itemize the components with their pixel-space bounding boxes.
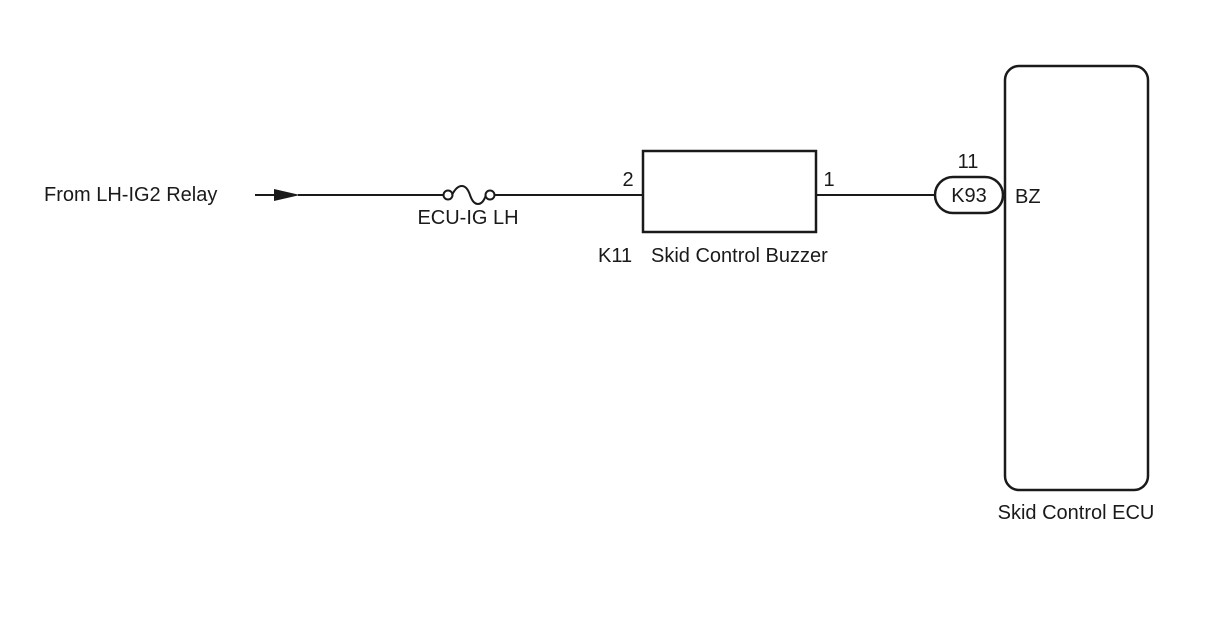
ecu-connector-pill (933, 175, 1005, 215)
buzzer-pin-left: 2 (622, 169, 633, 191)
buzzer-name-label: Skid Control Buzzer (651, 245, 828, 267)
buzzer-connector-label: K11 (598, 245, 632, 267)
source-label: From LH-IG2 Relay (44, 184, 217, 206)
fuse-icon (442, 185, 496, 205)
source-arrow-icon (274, 189, 300, 201)
ecu-connector-label: K93 (951, 185, 987, 207)
buzzer-box (641, 149, 818, 234)
buzzer-pin-right: 1 (823, 169, 834, 191)
ecu-name-label: Skid Control ECU (998, 502, 1155, 524)
ecu-terminal-label: BZ (1015, 186, 1041, 208)
ecu-pin-number: 11 (958, 151, 979, 173)
fuse-label: ECU-IG LH (417, 207, 518, 229)
ecu-box (1003, 64, 1150, 492)
